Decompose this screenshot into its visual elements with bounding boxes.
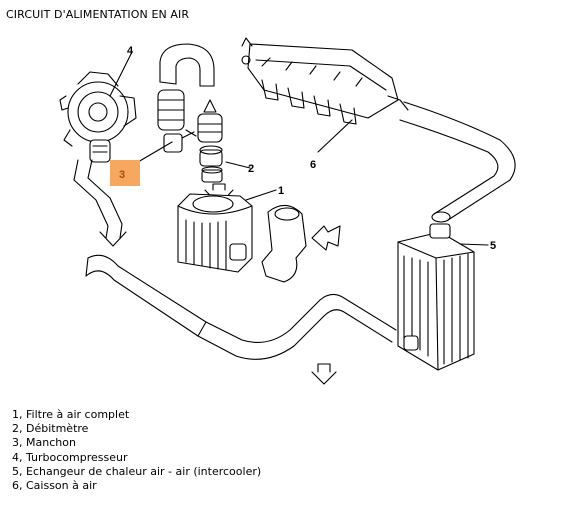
callout-4-label: 4 bbox=[127, 45, 134, 57]
callout-6-label: 6 bbox=[310, 159, 316, 171]
legend-item: 5, Echangeur de chaleur air - air (inter… bbox=[12, 464, 262, 478]
legend-item: 2, Débitmètre bbox=[12, 422, 89, 436]
air-flow-meter-drawing bbox=[157, 89, 223, 183]
callout-3-label: 3 bbox=[119, 169, 125, 181]
callout-3-highlight bbox=[110, 160, 140, 186]
page-title: CIRCUIT D'ALIMENTATION EN AIR bbox=[6, 8, 190, 21]
legend-item: 4, Turbocompresseur bbox=[12, 450, 128, 464]
turbocharger-drawing bbox=[59, 71, 137, 163]
callout-1-label: 1 bbox=[278, 185, 284, 197]
air-filter-drawing bbox=[177, 193, 253, 273]
air-plenum-drawing bbox=[241, 37, 399, 125]
legend-item: 3, Manchon bbox=[12, 436, 76, 450]
air-circuit-diagram: 4 2 3 1 6 5 bbox=[59, 37, 516, 385]
legend-item: 6, Caisson à air bbox=[12, 479, 97, 493]
intercooler-drawing bbox=[397, 223, 475, 371]
legend: 1, Filtre à air complet 2, Débitmètre 3,… bbox=[12, 408, 261, 493]
callout-5-label: 5 bbox=[490, 240, 496, 252]
legend-item: 1, Filtre à air complet bbox=[12, 408, 130, 421]
callout-2-label: 2 bbox=[248, 163, 254, 175]
